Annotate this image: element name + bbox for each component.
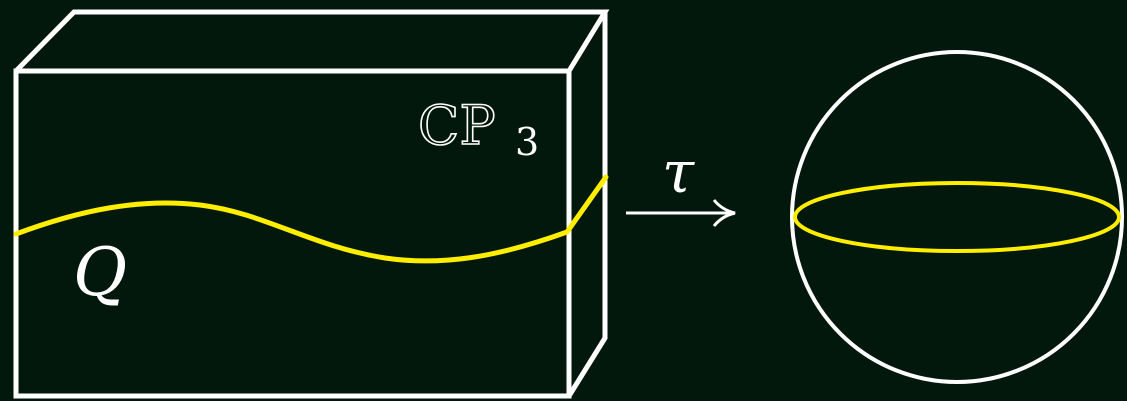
cp3-subscript: 3 bbox=[515, 120, 539, 164]
cp3-box bbox=[13, 9, 610, 399]
q-curve-side bbox=[564, 174, 609, 235]
arrow-head bbox=[712, 199, 736, 227]
q-label: Q bbox=[73, 234, 127, 311]
q-curve bbox=[13, 200, 570, 264]
box-side-face bbox=[566, 12, 608, 398]
sphere-outline bbox=[790, 50, 1124, 384]
cp3-label: CP bbox=[418, 94, 496, 157]
sphere-equator bbox=[793, 181, 1121, 253]
tau-map-arrow bbox=[626, 199, 736, 227]
tau-label: τ bbox=[662, 138, 695, 206]
box-top-face bbox=[14, 9, 610, 73]
